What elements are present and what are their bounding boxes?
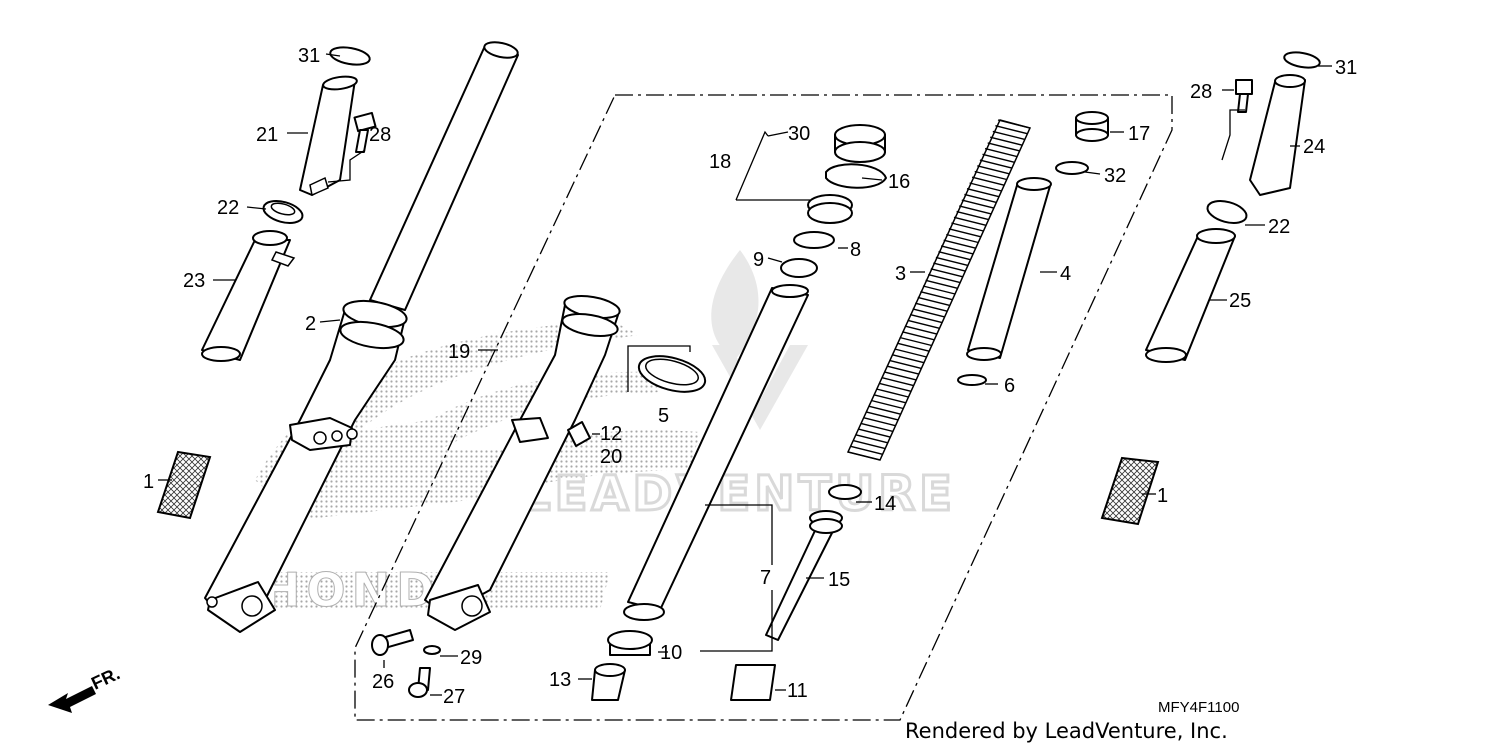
reflector-1-right [1100, 456, 1160, 526]
fork-slider-19 [424, 295, 621, 631]
callout-20: 20 [600, 446, 622, 468]
callout-27: 27 [443, 686, 465, 708]
upper-fork-guard-21 [299, 75, 358, 197]
callout-4: 4 [1060, 263, 1071, 285]
callout-15: 15 [828, 569, 850, 591]
fork-cap-30 [834, 124, 886, 163]
callout-11: 11 [787, 680, 808, 702]
o-ring-31-left [329, 46, 371, 66]
callout-26: 26 [372, 671, 394, 693]
callout-16: 16 [888, 171, 910, 193]
callout-6: 6 [1004, 375, 1015, 397]
fork-spring-3 [846, 119, 1032, 461]
callout-22-left: 22 [217, 197, 239, 219]
callout-12: 12 [600, 423, 622, 445]
washer-29 [423, 645, 441, 655]
left-fork-assembly [204, 41, 519, 633]
bolt-26 [371, 629, 414, 656]
callout-1-right: 1 [1157, 485, 1168, 507]
callout-5: 5 [658, 405, 669, 427]
callout-8: 8 [850, 239, 861, 261]
front-direction-arrow: FR. [48, 663, 123, 713]
rebound-spring-11 [730, 664, 776, 701]
oil-lock-piece-13 [591, 663, 626, 701]
lower-fork-guard-25 [1145, 228, 1236, 363]
callout-30: 30 [788, 123, 810, 145]
ring-22-left [262, 200, 304, 224]
callout-28-left: 28 [369, 124, 391, 146]
callout-18: 18 [709, 151, 731, 173]
bolt-28-left [353, 111, 377, 153]
callout-10: 10 [660, 642, 682, 664]
washer-6 [957, 374, 987, 386]
callout-29: 29 [460, 647, 482, 669]
callout-31-left: 31 [298, 45, 320, 67]
ring-22-right [1206, 200, 1248, 224]
callout-23: 23 [183, 270, 205, 292]
callout-2: 2 [305, 313, 316, 335]
bolt-cap-17 [1075, 111, 1109, 142]
watermark-text: LEADVENTURE [520, 466, 956, 522]
reflector-1-left [156, 450, 212, 520]
callout-14: 14 [874, 493, 896, 515]
callout-21: 21 [256, 124, 278, 146]
clip-16 [825, 163, 887, 189]
lower-fork-guard-23 [201, 230, 296, 362]
seal-18 [807, 194, 853, 224]
callout-17: 17 [1128, 123, 1150, 145]
callout-9: 9 [753, 249, 764, 271]
piston-15 [765, 510, 843, 641]
bolt-28-right [1235, 79, 1253, 113]
diagram-code: MFY4F1100 [1158, 699, 1239, 716]
callout-19: 19 [448, 341, 470, 363]
callout-13: 13 [549, 669, 571, 691]
credit-text: Rendered by LeadVenture, Inc. [905, 719, 1228, 743]
callouts: 31 21 28 22 23 2 19 1 30 18 16 8 9 3 4 6… [143, 45, 1357, 708]
o-ring-31-right [1283, 51, 1321, 69]
o-ring-32 [1055, 161, 1089, 175]
bolt-27 [408, 667, 431, 698]
bushing-8 [793, 231, 835, 249]
callout-22-right: 22 [1268, 216, 1290, 238]
piston-ring-10 [607, 630, 653, 656]
callout-7: 7 [760, 567, 771, 589]
washer-14 [828, 484, 862, 500]
upper-fork-guard-24 [1249, 74, 1306, 196]
callout-3: 3 [895, 263, 906, 285]
bushing-9 [780, 258, 818, 278]
leader-lines [158, 53, 1332, 696]
fork-pipe-7 [623, 284, 809, 621]
oil-seal-5 [637, 355, 707, 393]
callout-28-right: 28 [1190, 81, 1212, 103]
callout-32: 32 [1104, 165, 1126, 187]
callout-25: 25 [1229, 290, 1251, 312]
callout-31-right: 31 [1335, 57, 1357, 79]
callout-24: 24 [1303, 136, 1325, 158]
callout-1-left: 1 [143, 471, 154, 493]
spacer-4 [966, 177, 1052, 361]
inner-parts-boundary [354, 94, 1173, 721]
